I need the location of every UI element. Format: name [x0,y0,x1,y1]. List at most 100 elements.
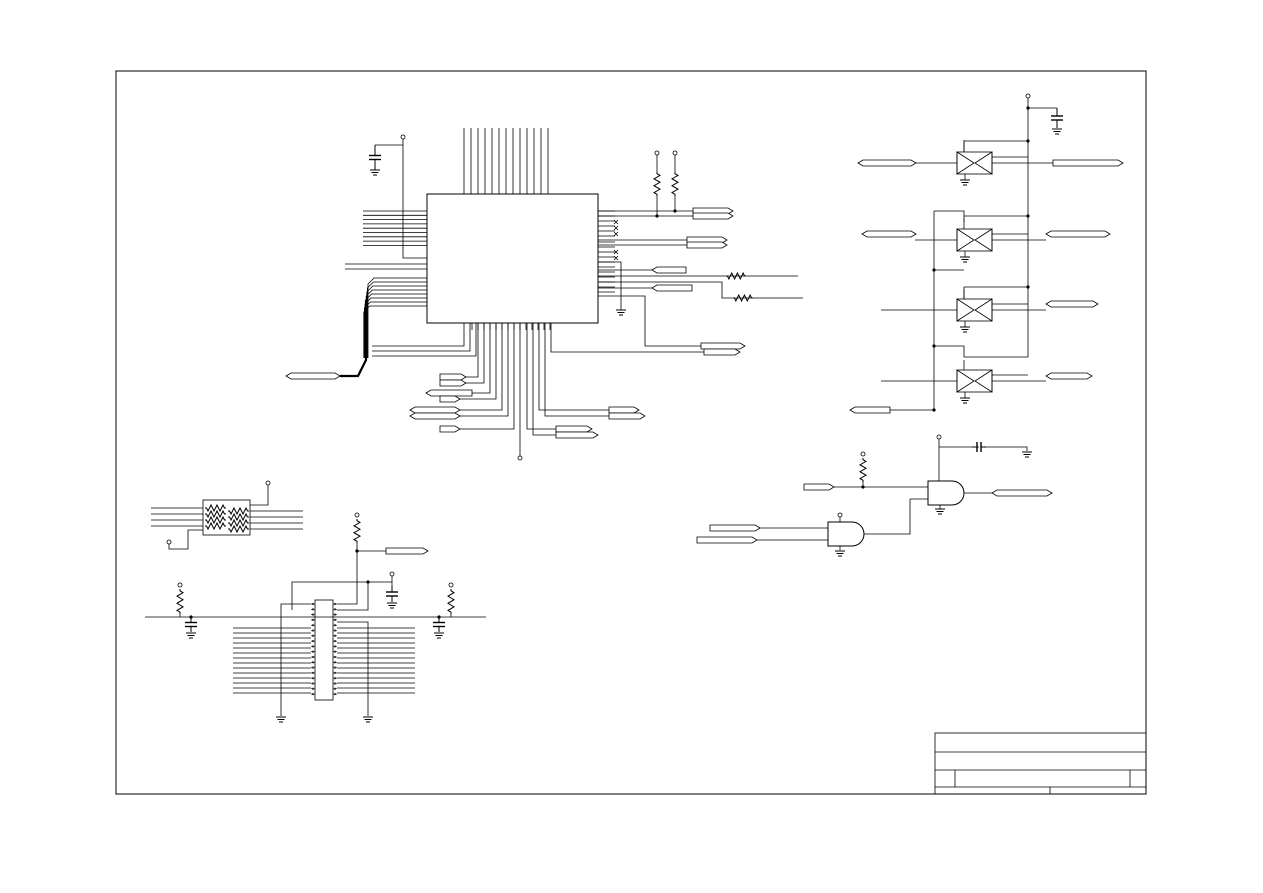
signal-wire [460,323,509,417]
junction-dot [1026,285,1030,289]
resistor [228,506,249,516]
junction-dot [932,408,936,412]
connector-pin-mark [311,692,315,696]
connector-pin-mark [311,634,315,637]
no-connect-mark [613,219,619,225]
connector-pin-mark [333,629,337,632]
vcc-wire [375,144,427,259]
signal-wire [598,281,803,299]
junction-dot [1026,214,1030,218]
connector-pin-mark [311,639,315,643]
no-connect-stroke [613,225,619,231]
connector-pin-mark [333,655,337,659]
switch-triangle [956,298,975,322]
connector-pin-mark [311,671,315,675]
ic-bottom-wire [372,323,471,352]
resistor [726,271,746,281]
no-connect-stroke [613,231,619,237]
ground-symbol [186,632,196,639]
connector-pin-mark [333,608,337,611]
no-connect-mark [613,249,619,255]
junction-dot [1026,106,1030,110]
resistor-network [151,480,303,550]
gnd-wire [280,603,311,716]
signal-wire [168,529,203,550]
port-connector [849,406,891,414]
vcc-wire [250,485,269,506]
off-page-connectors [285,207,746,439]
ground-symbol [960,256,970,263]
ground-symbol [276,716,286,723]
ground-symbol [935,508,945,515]
junction-dot [932,344,936,348]
control-wire [934,345,965,357]
connector-pin-mark [311,661,315,664]
signal-wire [532,323,556,436]
ground-symbol [1022,451,1032,458]
main-ic-block [340,128,803,461]
port-connector [409,412,461,420]
ground-symbol [835,550,845,557]
port-connector [1045,300,1099,308]
connector-pin-mark [333,692,337,696]
connector-pin-mark [333,634,337,637]
bus-entry-wire [364,297,427,358]
port-connector [686,241,728,249]
ground-symbol [1052,128,1062,135]
resistor [352,519,362,543]
no-connect-stroke [613,219,619,225]
port-connector [439,395,461,403]
connector-pin-mark [311,602,315,606]
switch-cell [881,360,1046,404]
signal-wire [466,323,485,384]
port-connector [439,425,461,433]
switch-triangle [956,151,975,175]
vcc-wire [337,582,369,611]
ic-body [426,193,599,324]
resistor [652,172,662,196]
connector-pin-mark [311,608,315,611]
junction-dot [932,268,936,272]
signal-wire [538,323,609,411]
ground-symbol [960,179,970,186]
port-connector [692,212,734,220]
signal-wire [598,261,622,310]
connector-pin-mark [333,687,337,690]
signal-wire [472,323,491,394]
connector-pin-mark [333,677,337,680]
sheet-border [115,70,1147,795]
port-connector [651,284,693,292]
signal-wire [337,543,358,605]
port-connector [385,547,429,555]
switch-triangle [956,228,975,252]
and-gate [827,521,865,547]
switch-triangle [974,369,993,393]
resistor [228,518,249,528]
connector-pin-mark [333,661,337,664]
connector-pin-mark [311,677,315,680]
power-terminal [389,571,395,577]
power-terminal [837,512,843,518]
power-terminal [354,512,360,518]
data-bus [340,300,368,378]
port-connector [439,379,467,387]
connector-pin-mark [311,666,315,669]
ground-symbol [363,716,373,723]
port-connector [425,389,473,397]
connector-pin-mark [311,618,315,622]
port-connector [991,489,1053,497]
switch-triangle [956,369,975,393]
junction-dot [1026,139,1030,143]
connector-pin-mark [333,639,337,643]
resistor [176,589,184,614]
ground-symbol [960,397,970,404]
resistor [447,589,455,614]
rpack-body [202,499,251,536]
connector-pin-mark [311,655,315,659]
junction-dot [673,209,677,213]
connector-pin-mark [333,666,337,669]
power-terminal [517,455,523,461]
no-connect-stroke [613,249,619,255]
connector-pin-mark [311,682,315,685]
